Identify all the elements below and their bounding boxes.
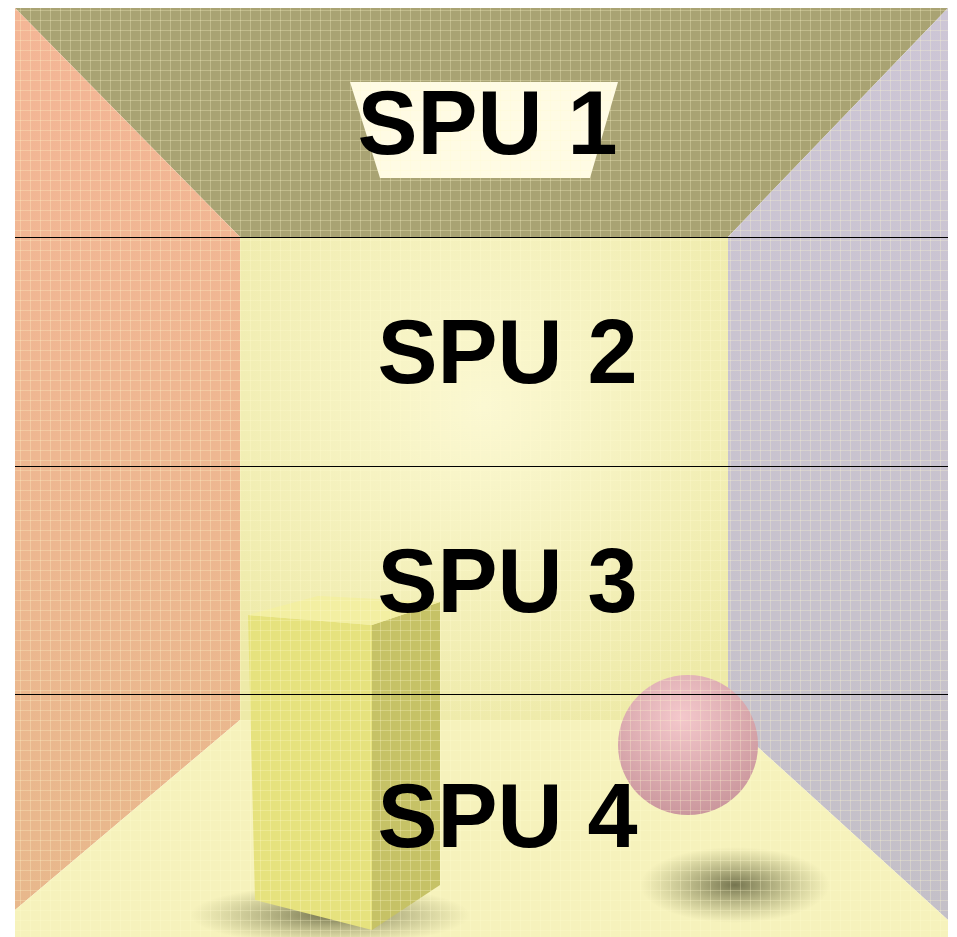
spu-band: SPU 3 [15,466,948,694]
spu-band: SPU 1 [15,8,948,237]
spu-band: SPU 4 [15,694,948,937]
band-label: SPU 3 [377,536,637,626]
room [15,8,948,937]
grid-overlay [15,8,948,937]
spu-band: SPU 2 [15,237,948,466]
band-label: SPU 2 [377,307,637,397]
band-label: SPU 4 [377,771,637,861]
band-label: SPU 1 [357,78,617,168]
